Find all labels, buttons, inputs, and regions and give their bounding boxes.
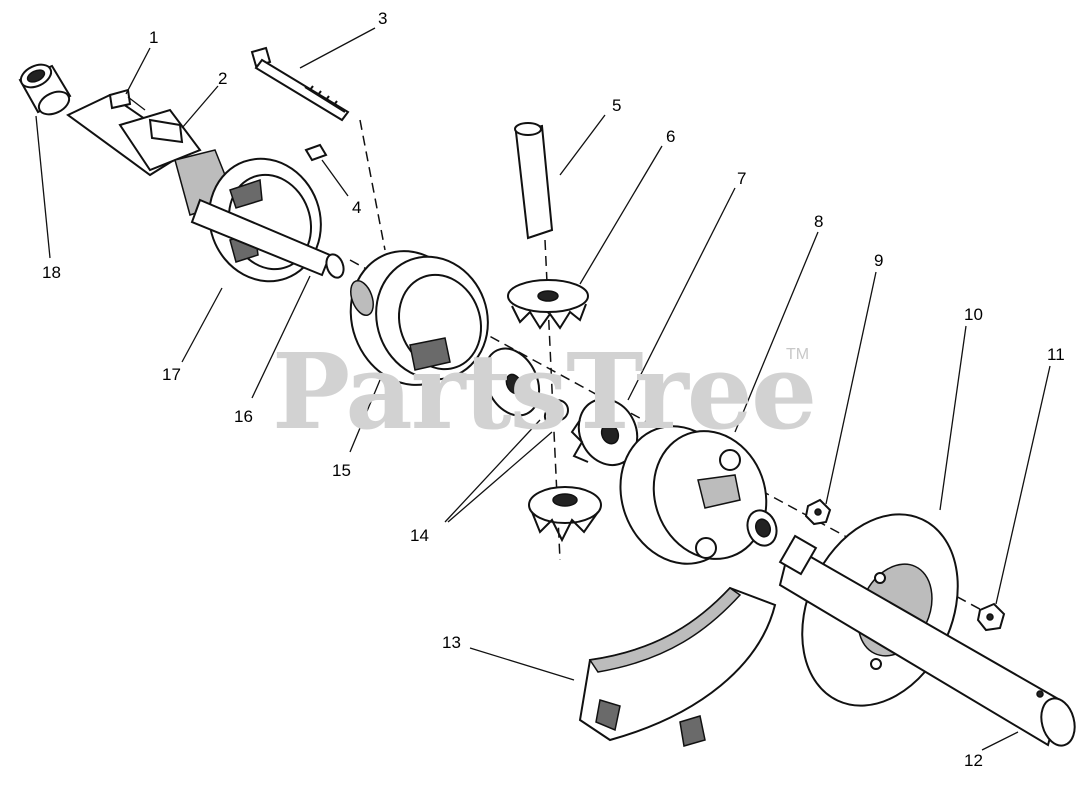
part-2-bracket — [148, 118, 184, 144]
part-15-case-half — [349, 250, 489, 386]
part-1-screw — [108, 88, 146, 111]
callout-14: 14 — [410, 526, 429, 545]
callout-17: 17 — [162, 365, 181, 384]
part-3-bolt — [250, 46, 350, 122]
part-6-bevel-gear — [507, 279, 589, 330]
callout-8: 8 — [814, 212, 824, 231]
callout-16: 16 — [234, 407, 253, 426]
callout-10: 10 — [964, 305, 983, 324]
part-17-housing — [66, 93, 322, 283]
callout-2: 2 — [218, 69, 228, 88]
callout-18: 18 — [42, 263, 61, 282]
part-14-spider-gears — [483, 347, 602, 543]
watermark-text: PartsTree — [272, 330, 817, 453]
callout-3: 3 — [378, 9, 388, 28]
callout-15: 15 — [332, 461, 351, 480]
part-12-axle — [778, 534, 1076, 747]
part-7-side-gear — [570, 397, 639, 467]
part-8-case-half — [619, 425, 778, 565]
callout-11: 11 — [1047, 345, 1065, 364]
callout-5: 5 — [612, 96, 622, 115]
part-18-bushing — [18, 63, 72, 116]
part-16-shaft — [190, 198, 345, 279]
callout-13: 13 — [442, 633, 461, 652]
part-13-brake-shoe — [578, 586, 777, 747]
leader-lines — [35, 27, 1051, 751]
part-5-pin — [514, 122, 554, 240]
callout-4: 4 — [352, 198, 362, 217]
callout-12: 12 — [964, 751, 983, 770]
callout-6: 6 — [666, 127, 676, 146]
part-4-key — [304, 143, 328, 162]
watermark-tm: TM — [786, 346, 810, 363]
callout-9: 9 — [874, 251, 884, 270]
callout-7: 7 — [737, 169, 747, 188]
part-11-nut — [976, 602, 1006, 632]
callout-1: 1 — [149, 28, 159, 47]
part-9-nut — [804, 498, 832, 526]
